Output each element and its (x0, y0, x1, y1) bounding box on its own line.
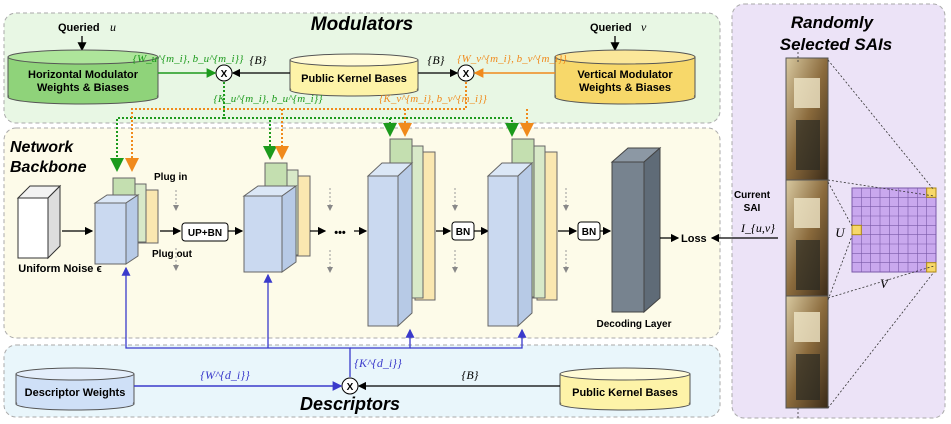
u-axis-label: U (835, 225, 846, 240)
current-sai-line2: SAI (744, 203, 761, 214)
k-u-label: {K_u^{m_i}, b_u^{m_i}} (213, 93, 323, 105)
sai-angular-grid (851, 187, 937, 273)
sai-grid-selected-cell (926, 187, 937, 198)
block3-layers (366, 138, 436, 328)
orange-modulator-routes (125, 82, 534, 172)
block4-layers (486, 138, 558, 328)
b-label-right: {B} (428, 53, 445, 67)
decoding-layer-block (610, 146, 662, 314)
b-label-bottom: {B} (462, 368, 479, 382)
public-bases-top-label: Public Kernel Bases (301, 73, 407, 85)
uniform-noise-label: Uniform Noise ϵ (18, 263, 102, 275)
backbone-title-line2: Backbone (10, 159, 87, 176)
public-bases-cylinder-bottom (559, 367, 691, 411)
multiply-node-v-symbol: X (463, 69, 470, 80)
blue-descriptor-routes (121, 266, 527, 377)
queried-u-var: u (110, 20, 116, 34)
descriptor-weights-label: Descriptor Weights (25, 387, 126, 399)
ellipsis-dots: ••• (334, 227, 346, 239)
queried-v-label: Queried (590, 22, 632, 34)
sai-image-current (785, 179, 829, 301)
k-d-label: {K^{d_i}} (354, 356, 402, 370)
loss-label: Loss (681, 233, 707, 245)
bn2-label: BN (582, 227, 596, 238)
w-v-label: {W_v^{m_i}, b_v^{m_i}} (457, 53, 567, 65)
queried-u-label: Queried (58, 22, 100, 34)
sai-grid-selected-cell (926, 262, 937, 273)
horizontal-modulator-line1: Horizontal Modulator (28, 69, 139, 81)
descriptors-panel (3, 344, 721, 418)
sai-grid-background (851, 187, 937, 273)
descriptor-weights-cylinder (15, 367, 135, 411)
decoding-layer-label: Decoding Layer (596, 319, 671, 330)
sai-image-top (785, 57, 829, 181)
block1-layers (93, 177, 159, 265)
w-u-label: {W_u^{m_i}, b_u^{m_i}} (133, 53, 244, 65)
v-axis-label: V (880, 276, 890, 291)
vertical-modulator-line1: Vertical Modulator (577, 69, 673, 81)
k-v-label: {K_v^{m_i}, b_v^{m_i}} (379, 93, 487, 105)
plug-out-label: Plug out (152, 249, 193, 260)
sai-panel (731, 3, 946, 419)
vertical-modulator-line2: Weights & Biases (579, 82, 671, 94)
sai-grid-selected-cell (851, 224, 862, 236)
modulators-title: Modulators (311, 14, 413, 35)
vertical-modulator-cylinder (554, 49, 696, 105)
w-d-label: {W^{d_i}} (200, 368, 250, 382)
sai-title-line1: Randomly (791, 13, 875, 32)
public-bases-cylinder-top (289, 53, 419, 97)
sai-title-line2: Selected SAIs (780, 35, 892, 54)
horizontal-modulator-cylinder (7, 49, 159, 105)
bn1-label: BN (456, 227, 470, 238)
horizontal-modulator-line2: Weights & Biases (37, 82, 129, 94)
up-bn-label: UP+BN (188, 228, 222, 239)
b-label-left: {B} (250, 53, 267, 67)
block2-layers (242, 162, 311, 273)
multiply-node-d-symbol: X (347, 382, 354, 393)
plug-in-label: Plug in (154, 172, 187, 183)
multiply-node-u-symbol: X (221, 69, 228, 80)
sai-image-bottom (785, 295, 829, 409)
sai-projection-lines (827, 59, 935, 409)
descriptors-title: Descriptors (300, 394, 400, 414)
green-modulator-routes (110, 82, 519, 172)
public-bases-bottom-label: Public Kernel Bases (572, 387, 678, 399)
uniform-noise-cube (16, 184, 62, 260)
queried-v-var: v (641, 20, 647, 34)
up-bn-box (181, 222, 229, 242)
current-sai-line1: Current (734, 190, 771, 201)
backbone-title-line1: Network (10, 139, 74, 156)
i-uv-label: I_{u,v} (740, 221, 775, 235)
